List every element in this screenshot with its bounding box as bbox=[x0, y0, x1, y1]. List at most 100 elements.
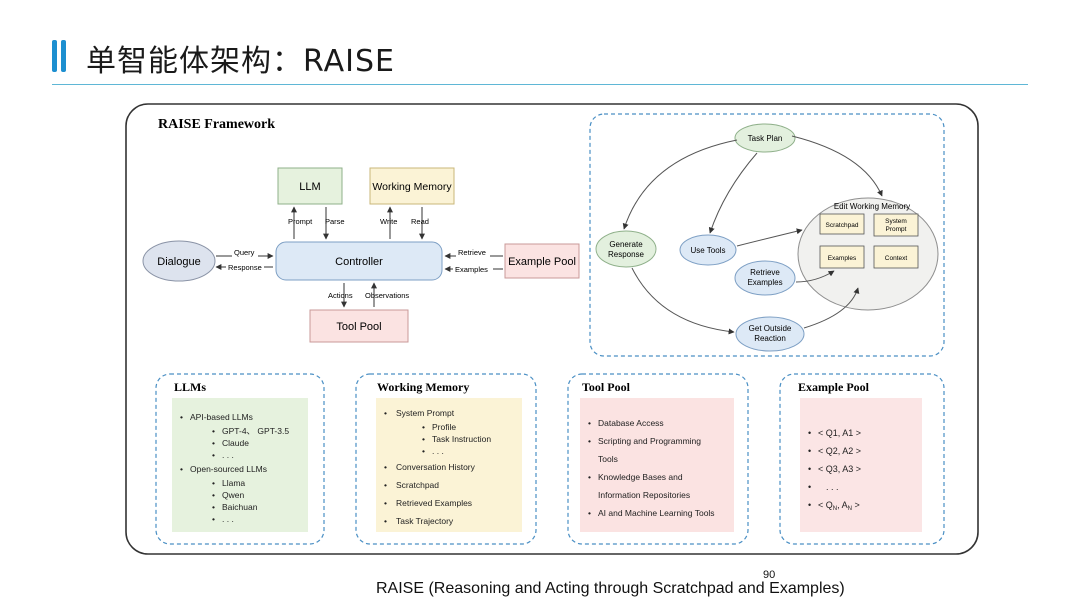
llms-sub-bullet: • bbox=[212, 438, 215, 448]
query-edge-label: Query bbox=[234, 248, 255, 257]
wm-item-more: . . . bbox=[432, 446, 444, 456]
llms-sub-bullet: • bbox=[212, 514, 215, 524]
plan-to-memory-arrow bbox=[791, 135, 883, 197]
example-pool-panel-title: Example Pool bbox=[798, 380, 870, 394]
working-memory-box bbox=[369, 167, 455, 205]
wm-item-retrieved: Retrieved Examples bbox=[396, 498, 472, 508]
wm-sub-bullet: • bbox=[422, 422, 425, 432]
wm-item-conversation: Conversation History bbox=[396, 462, 476, 472]
examples-label-bg bbox=[453, 265, 493, 274]
generate-response-label-line2: Response bbox=[608, 250, 645, 259]
wm-bullet: • bbox=[384, 498, 387, 508]
tools-to-memory-arrow bbox=[736, 228, 803, 247]
retrieve-label-bg bbox=[456, 248, 490, 257]
accent-bar bbox=[52, 40, 57, 72]
wm-sub-bullet: • bbox=[422, 446, 425, 456]
llms-item-qwen: Qwen bbox=[222, 490, 244, 500]
get-outside-reaction-node bbox=[735, 316, 805, 352]
generate-response-label-line1: Generate bbox=[609, 240, 643, 249]
llms-item-open: Open-sourced LLMs bbox=[190, 464, 267, 474]
wm-item-scratchpad: Scratchpad bbox=[396, 480, 439, 490]
actions-edge-label: Actions bbox=[328, 291, 353, 300]
plan-to-generate-arrow bbox=[622, 139, 738, 230]
example-bullet: • bbox=[808, 464, 811, 474]
query-label-bg bbox=[232, 248, 258, 257]
retrieve-to-memory-arrow bbox=[795, 270, 835, 283]
wm-sub-bullet: • bbox=[422, 434, 425, 444]
use-tools-node bbox=[679, 234, 737, 266]
example-pool-content bbox=[800, 398, 922, 532]
tool-pool-box bbox=[309, 309, 409, 343]
tool-item-scripting: Scripting and Programming bbox=[598, 436, 701, 446]
response-label-bg bbox=[226, 263, 264, 272]
llms-sub-bullet: • bbox=[212, 478, 215, 488]
wm-item-system-prompt: System Prompt bbox=[396, 408, 455, 418]
wm-bullet: • bbox=[384, 480, 387, 490]
tool-pool-panel-title: Tool Pool bbox=[582, 380, 631, 394]
tool-item-knowledge: Knowledge Bases and bbox=[598, 472, 683, 482]
tool-bullet: • bbox=[588, 436, 591, 446]
example-item-n: < QN, AN > bbox=[818, 500, 860, 512]
page-title: 单智能体架构：RAISE bbox=[86, 44, 395, 79]
llms-bullet: • bbox=[180, 412, 183, 422]
observations-edge-label: Observations bbox=[365, 291, 409, 300]
example-item-3: < Q3, A3 > bbox=[818, 464, 861, 474]
raise-framework-figure: RAISE Framework LLM Working Memory Dialo… bbox=[125, 103, 979, 555]
controller-label: Controller bbox=[335, 256, 383, 268]
llms-bullet: • bbox=[180, 464, 183, 474]
get-outside-reaction-label-line1: Get Outside bbox=[749, 324, 792, 333]
tool-item-database: Database Access bbox=[598, 418, 664, 428]
retrieve-edge-label: Retrieve bbox=[458, 248, 486, 257]
system-prompt-label-line2: Prompt bbox=[886, 226, 907, 233]
get-outside-reaction-label-line2: Reaction bbox=[754, 334, 786, 343]
llms-item-claude: Claude bbox=[222, 438, 249, 448]
write-edge-label: Write bbox=[380, 217, 397, 226]
llms-panel-title: LLMs bbox=[174, 380, 206, 394]
llm-label: LLM bbox=[299, 181, 320, 193]
tool-pool-label: Tool Pool bbox=[336, 321, 381, 333]
generate-to-reaction-arrow bbox=[631, 267, 735, 335]
dialogue-label: Dialogue bbox=[157, 256, 200, 268]
example-item-2: < Q2, A2 > bbox=[818, 446, 861, 456]
use-tools-label: Use Tools bbox=[691, 246, 726, 255]
retrieve-examples-label-line2: Examples bbox=[747, 278, 782, 287]
example-item-1: < Q1, A1 > bbox=[818, 428, 861, 438]
example-item-more: . . . bbox=[826, 482, 839, 492]
generate-response-node bbox=[595, 230, 657, 268]
read-edge-label: Read bbox=[411, 217, 429, 226]
wm-bullet: • bbox=[384, 516, 387, 526]
tool-item-scripting-cont: Tools bbox=[598, 454, 618, 464]
example-pool-box bbox=[504, 243, 580, 279]
system-prompt-label-line1: System bbox=[885, 218, 907, 225]
parse-edge-label: Parse bbox=[325, 217, 345, 226]
working-memory-panel-title: Working Memory bbox=[377, 380, 469, 394]
examples-memory-box bbox=[819, 245, 865, 269]
tool-item-ai-ml: AI and Machine Learning Tools bbox=[598, 508, 715, 518]
accent-bar bbox=[61, 40, 66, 72]
llms-item-api: API-based LLMs bbox=[190, 412, 253, 422]
tool-bullet: • bbox=[588, 472, 591, 482]
context-box bbox=[873, 245, 919, 269]
llms-sub-bullet: • bbox=[212, 490, 215, 500]
llms-item-baichuan: Baichuan bbox=[222, 502, 258, 512]
context-label: Context bbox=[885, 255, 908, 262]
retrieve-examples-node bbox=[734, 260, 796, 296]
task-plan-node bbox=[734, 123, 796, 153]
example-item-n-sub2: N bbox=[848, 506, 852, 512]
prompt-edge-label: Prompt bbox=[288, 217, 313, 226]
llms-sub-bullet: • bbox=[212, 426, 215, 436]
llms-content bbox=[172, 398, 308, 532]
edit-working-memory-label: Edit Working Memory bbox=[834, 202, 910, 211]
example-item-n-q: < Q bbox=[818, 500, 833, 510]
example-item-n-end: > bbox=[852, 500, 860, 510]
scratchpad-label: Scratchpad bbox=[826, 222, 859, 229]
tool-bullet: • bbox=[588, 508, 591, 518]
llms-item-more-1: . . . bbox=[222, 450, 234, 460]
example-item-n-sub: N bbox=[833, 506, 837, 512]
page-number: 90 bbox=[763, 569, 776, 581]
wm-bullet: • bbox=[384, 462, 387, 472]
tool-item-knowledge-cont: Information Repositories bbox=[598, 490, 690, 500]
working-memory-label: Working Memory bbox=[372, 181, 452, 193]
title-divider bbox=[52, 84, 1028, 85]
wm-bullet: • bbox=[384, 408, 387, 418]
